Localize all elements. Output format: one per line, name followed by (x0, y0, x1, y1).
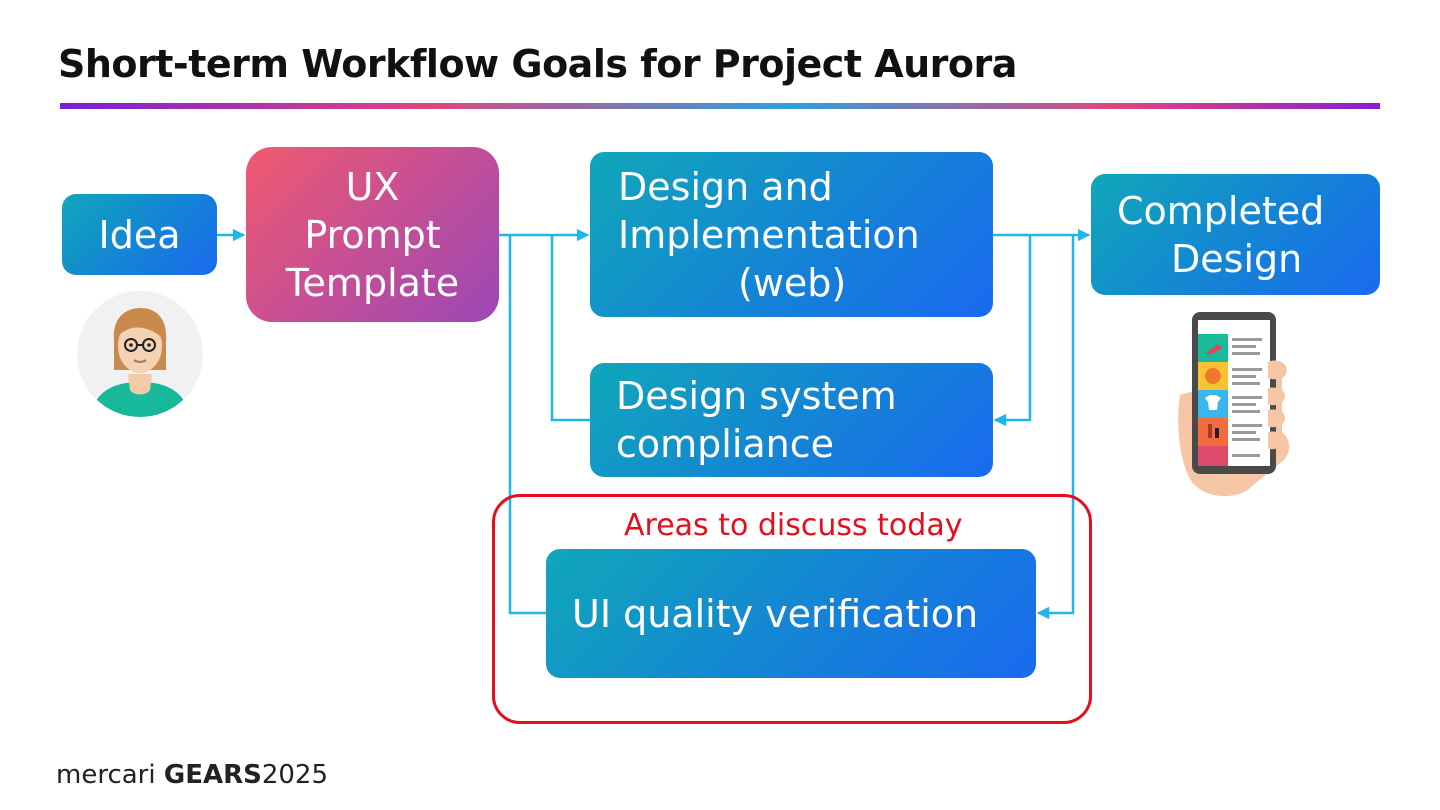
connector-ux-to-ui-quality (508, 235, 546, 615)
node-design-system-compliance: Design system compliance (590, 363, 993, 477)
node-impl-line-2: Implementation (618, 212, 920, 257)
node-completed-line-2: Design (1171, 236, 1303, 281)
footer-branding: mercari GEARS2025 (56, 760, 328, 790)
node-ds-line-1: Design system (616, 374, 897, 418)
connector-to-ui-quality-return (1036, 235, 1075, 620)
node-ds-line-2: compliance (616, 422, 835, 466)
node-design-implementation: Design and Implementation (web) (590, 152, 993, 317)
node-ui-quality-verification: UI quality verification (546, 549, 1036, 678)
page-title: Short-term Workflow Goals for Project Au… (58, 42, 1017, 86)
footer-brand: mercari (56, 760, 156, 790)
title-divider (60, 103, 1380, 109)
node-idea-label: Idea (98, 212, 181, 257)
footer-year: 2025 (261, 760, 329, 790)
node-impl-line-1: Design and (618, 164, 833, 209)
discussion-area-label: Areas to discuss today (624, 508, 963, 543)
node-ux-line-1: UX (345, 164, 400, 209)
node-ux-prompt-template: UX Prompt Template (246, 147, 499, 322)
user-avatar-icon (77, 291, 203, 417)
node-completed-line-1: Completed (1117, 188, 1325, 233)
node-idea: Idea (62, 194, 217, 275)
phone-in-hand-icon (1178, 312, 1290, 497)
connector-to-design-system-return (993, 235, 1032, 427)
discussion-area-frame (492, 494, 1092, 724)
footer-event: GEARS (163, 760, 262, 790)
node-ux-line-2: Prompt (304, 212, 441, 257)
node-ux-line-3: Template (285, 260, 460, 305)
node-completed-design: Completed Design (1091, 174, 1380, 295)
node-ui-quality-label: UI quality verification (572, 591, 979, 636)
connector-ux-to-design-system (550, 235, 590, 422)
node-impl-line-3: (web) (738, 260, 847, 305)
